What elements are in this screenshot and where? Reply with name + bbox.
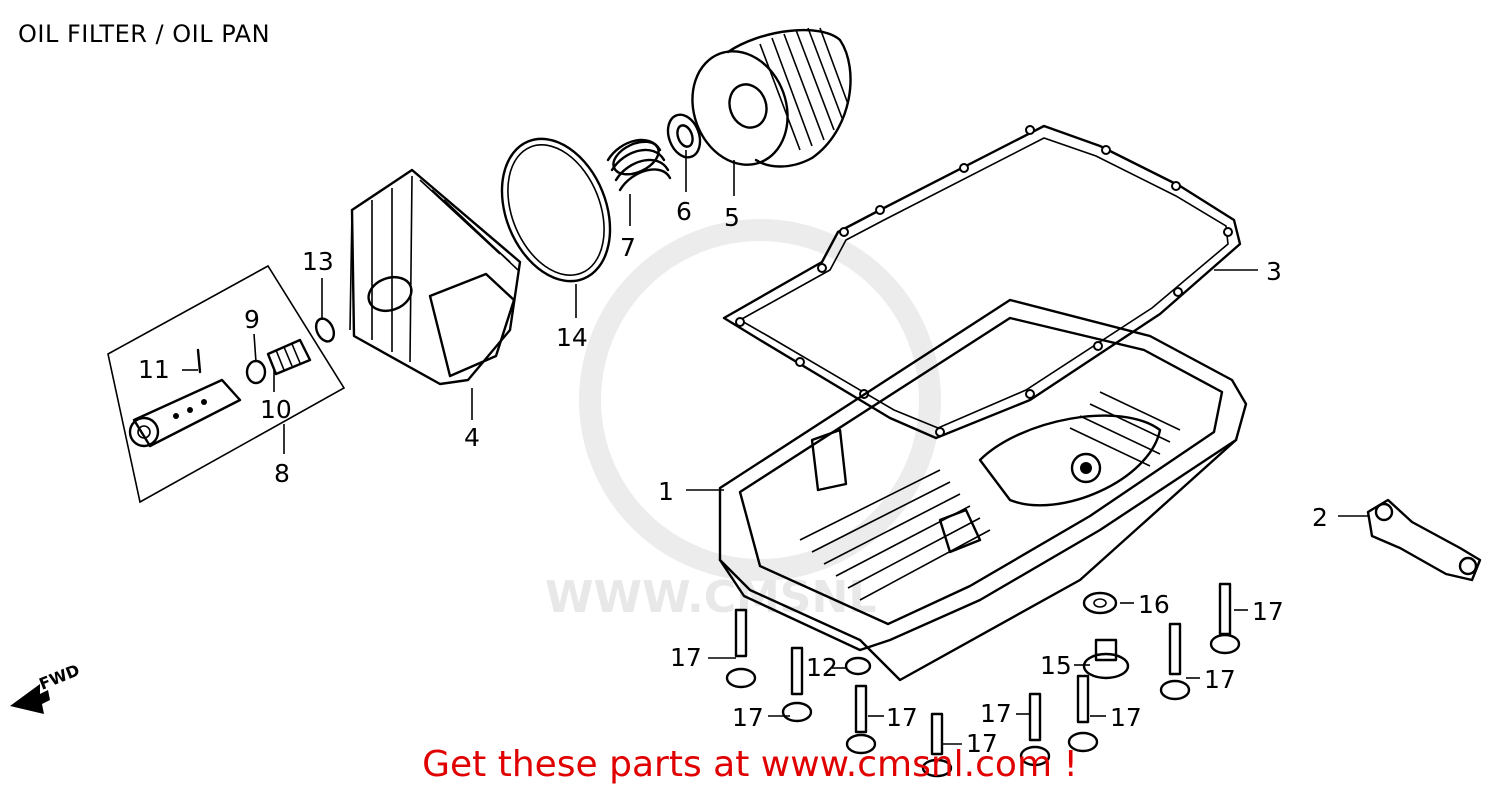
callout-8: 8	[274, 459, 290, 488]
callout-14: 14	[556, 323, 588, 352]
callout-11: 11	[138, 355, 170, 384]
callout-16: 16	[1138, 590, 1170, 619]
callout-4: 4	[464, 423, 480, 452]
flange-bolt[interactable]	[921, 712, 953, 778]
flange-bolt[interactable]	[1019, 692, 1051, 767]
page-title: OIL FILTER / OIL PAN	[18, 20, 271, 48]
callout-17: 17	[670, 643, 702, 672]
callout-7: 7	[620, 233, 636, 262]
flange-bolt[interactable]	[781, 646, 813, 723]
callout-1: 1	[658, 477, 674, 506]
drain-washer[interactable]	[1082, 591, 1118, 615]
flange-bolt[interactable]	[1159, 622, 1191, 701]
callout-12: 12	[806, 653, 838, 682]
fwd-arrow-icon: FWD	[10, 660, 82, 714]
filter-washer[interactable]	[662, 110, 705, 162]
callout-13: 13	[302, 247, 334, 276]
watermark-text: WWW.CMSNL	[545, 572, 876, 623]
relief-valve-inset	[107, 264, 346, 504]
fwd-label: FWD	[36, 660, 82, 693]
relief-valve-washer[interactable]	[245, 359, 267, 385]
bracket[interactable]	[1366, 498, 1482, 582]
flange-bolt[interactable]	[1067, 674, 1099, 753]
callout-5: 5	[724, 203, 740, 232]
relief-valve-spring[interactable]	[266, 338, 312, 376]
oil-pan-gasket[interactable]	[722, 124, 1242, 440]
flange-bolt[interactable]	[1209, 582, 1241, 655]
callout-17: 17	[966, 729, 998, 758]
flange-bolt[interactable]	[725, 608, 757, 689]
gasket-bolt-holes	[735, 125, 1233, 437]
callout-3: 3	[1266, 257, 1282, 286]
callout-17: 17	[1204, 665, 1236, 694]
flange-bolt[interactable]	[845, 684, 877, 755]
flange-bolts	[725, 582, 1241, 778]
callout-17: 17	[732, 703, 764, 732]
sealing-washer[interactable]	[844, 656, 872, 676]
callout-17: 17	[1110, 703, 1142, 732]
callout-6: 6	[676, 197, 692, 226]
callout-17: 17	[1252, 597, 1284, 626]
callout-9: 9	[244, 305, 260, 334]
callout-labels: 1 2 3 4 5 6 7 8 9 10 11 12 13 14 15 16 1…	[138, 197, 1328, 758]
oil-pan[interactable]	[718, 298, 1248, 682]
callout-10: 10	[260, 395, 292, 424]
watermark: WWW.CMSNL	[545, 219, 941, 623]
callout-15: 15	[1040, 651, 1072, 680]
filter-spring[interactable]	[606, 135, 672, 192]
leader-lines	[182, 150, 1368, 745]
callout-17: 17	[886, 703, 918, 732]
small-o-ring[interactable]	[313, 316, 338, 345]
o-ring[interactable]	[482, 123, 630, 298]
callout-2: 2	[1312, 503, 1328, 532]
callout-17: 17	[980, 699, 1012, 728]
oil-filter-cover[interactable]	[349, 168, 522, 386]
oil-filter[interactable]	[677, 27, 852, 178]
relief-valve-body[interactable]	[128, 378, 242, 448]
cta-banner[interactable]: Get these parts at www.cmsnl.com !	[422, 744, 1078, 785]
relief-valve-pin[interactable]	[196, 348, 202, 374]
drain-bolt[interactable]	[1082, 638, 1130, 680]
